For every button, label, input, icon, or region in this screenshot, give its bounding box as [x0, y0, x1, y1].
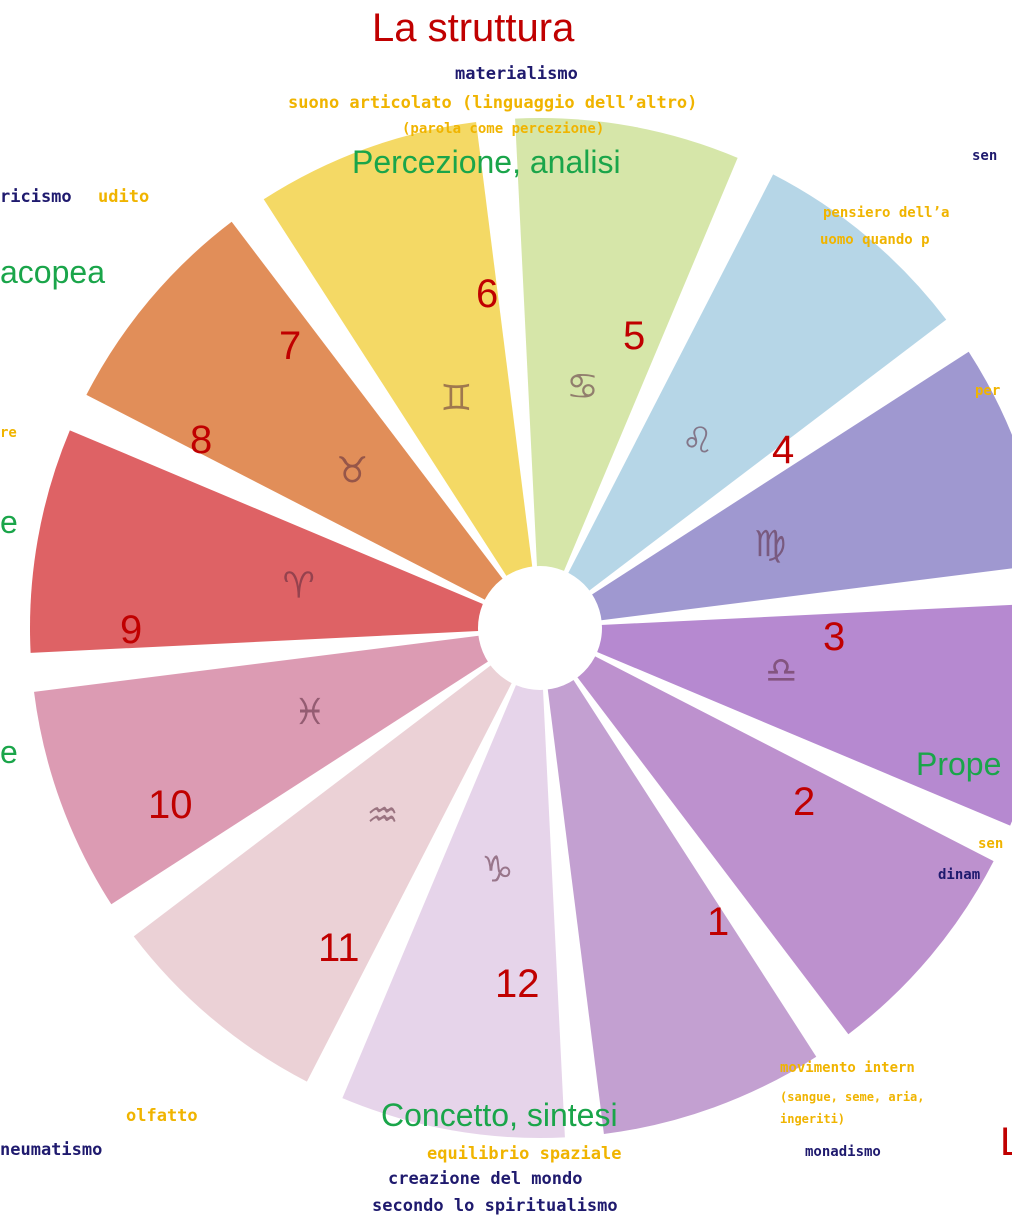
- wheel-sector-8: [86, 221, 541, 628]
- zodiac-glyph-icon-3: ♎: [765, 651, 797, 692]
- label-concept-synthesis: Concetto, sintesi: [381, 1097, 618, 1133]
- label-creazione: creazione del mondo: [388, 1169, 583, 1189]
- label-ingeriti: ingeriti): [780, 1112, 846, 1126]
- page-title: La struttura: [372, 6, 575, 50]
- label-perception-analysis: Percezione, analisi: [352, 144, 621, 180]
- wheel-sector-2: [540, 628, 994, 1035]
- label-olfatto: olfatto: [126, 1106, 198, 1126]
- label-uomo: uomo quando p: [820, 232, 930, 248]
- label-pensiero: pensiero dell’a: [823, 205, 950, 221]
- wheel-sector-1: [540, 628, 817, 1134]
- label-e-1: e: [0, 504, 18, 540]
- label-sen-2: sen: [978, 836, 1004, 852]
- wheel-sector-5: [540, 174, 947, 628]
- label-movimento: movimento intern: [780, 1060, 915, 1076]
- label-prope: Prope: [916, 746, 1002, 782]
- zodiac-glyph-icon-6: ♋: [566, 367, 598, 408]
- label-L: L: [1000, 1120, 1012, 1164]
- label-ricismo: ricismo: [0, 187, 72, 207]
- wheel-sector-4: [540, 351, 1012, 628]
- sector-number-1: 1: [707, 900, 730, 944]
- label-e-2: e: [0, 734, 18, 770]
- zodiac-glyph-icon-5: ♌: [681, 420, 713, 461]
- label-materialism: materialismo: [455, 64, 578, 84]
- sector-number-6: 6: [476, 272, 499, 316]
- sector-number-10: 10: [148, 783, 193, 827]
- sector-number-5: 5: [623, 314, 646, 358]
- sector-number-8: 8: [190, 418, 213, 462]
- wheel-sector-9: [30, 430, 541, 653]
- label-sangue: (sangue, seme, aria,: [780, 1090, 925, 1104]
- label-secondo: secondo lo spiritualismo: [372, 1196, 618, 1216]
- label-per: per: [975, 383, 1001, 399]
- zodiac-glyph-icon-7: ♊: [440, 378, 472, 419]
- label-acopea: acopea: [0, 254, 105, 290]
- label-re: re: [0, 425, 17, 441]
- zodiac-glyph-icon-11: ♒: [366, 796, 398, 837]
- sector-number-7: 7: [279, 324, 302, 368]
- label-udito: udito: [98, 187, 150, 207]
- label-sen-1: sen: [972, 148, 998, 164]
- sector-number-4: 4: [772, 428, 795, 472]
- wheel-sector-3: [540, 604, 1012, 826]
- label-word-perception: (parola come percezione): [402, 121, 605, 137]
- label-equilibrio: equilibrio spaziale: [427, 1144, 622, 1164]
- sector-number-3: 3: [823, 615, 846, 659]
- label-sound: suono articolato (linguaggio dell’altro): [288, 93, 698, 113]
- zodiac-glyph-icon-4: ♍: [754, 524, 786, 565]
- wheel-sector-12: [342, 628, 565, 1138]
- label-monadismo: monadismo: [805, 1144, 881, 1160]
- sector-number-11: 11: [318, 926, 360, 970]
- wheel-sector-10: [34, 628, 540, 905]
- wheel-sector-7: [263, 122, 540, 629]
- sector-number-9: 9: [120, 608, 143, 652]
- zodiac-glyph-icon-9: ♈: [283, 565, 315, 606]
- wheel-center: [478, 566, 602, 690]
- zodiac-glyph-icon-12: ♑: [481, 849, 513, 890]
- wheel-sector-11: [133, 628, 540, 1082]
- wheel-sector-6: [515, 118, 738, 628]
- zodiac-glyph-icon-10: ♓: [294, 692, 326, 733]
- label-dinam: dinam: [938, 867, 981, 883]
- zodiac-glyph-icon-8: ♉: [336, 451, 368, 492]
- sector-number-2: 2: [793, 780, 816, 824]
- sector-number-12: 12: [495, 962, 540, 1006]
- label-neumatismo: neumatismo: [0, 1140, 103, 1160]
